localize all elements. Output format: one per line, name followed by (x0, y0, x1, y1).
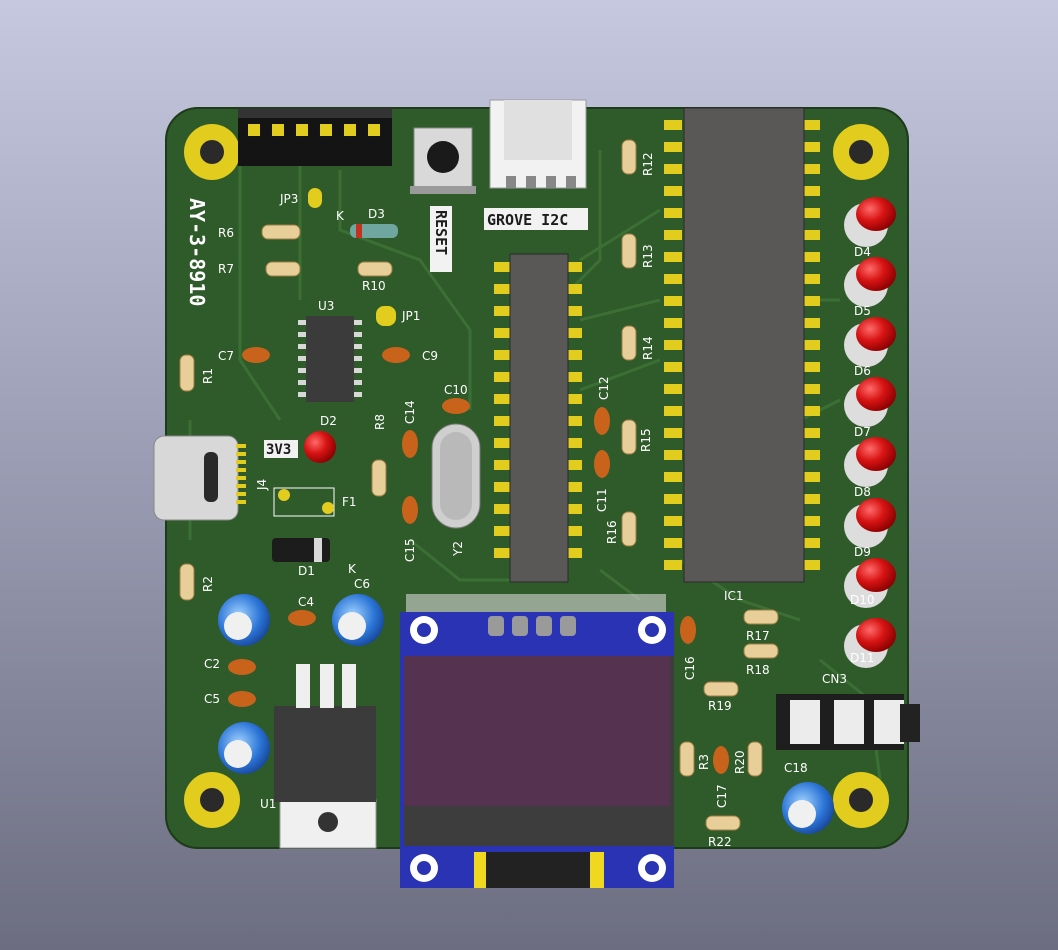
ref-r17: R17 (746, 629, 770, 643)
ref-f1: F1 (342, 495, 357, 509)
ref-c17: C17 (715, 784, 729, 808)
ref-d5: D5 (854, 304, 871, 318)
ref-c18: C18 (784, 761, 808, 775)
ref-c11: C11 (595, 488, 609, 512)
ref-d1: D1 (298, 564, 315, 578)
ref-r14: R14 (641, 336, 655, 360)
reset-label: RESET (432, 210, 450, 255)
ref-d3: D3 (368, 207, 385, 221)
ref-r20: R20 (733, 750, 747, 774)
grove-connector (489, 99, 587, 189)
ref-r10: R10 (362, 279, 386, 293)
ref-c14: C14 (403, 400, 417, 424)
usb-c-connector (153, 435, 246, 521)
resistors (179, 139, 779, 831)
ref-r3: R3 (697, 754, 711, 770)
ref-d9: D9 (854, 545, 871, 559)
ref-d4: D4 (854, 245, 871, 259)
ref-r7: R7 (218, 262, 234, 276)
ref-d10: D10 (850, 593, 875, 607)
ref-jp1: JP1 (401, 309, 420, 323)
audio-jack-cn3 (776, 694, 920, 750)
ref-r13: R13 (641, 244, 655, 268)
ref-d8: D8 (854, 485, 871, 499)
ref-y2: Y2 (451, 541, 465, 557)
fuse-f1 (273, 487, 335, 517)
ref-k-d3: K (336, 209, 345, 223)
mounting-holes (184, 124, 889, 828)
ref-c4: C4 (298, 595, 314, 609)
ref-c2: C2 (204, 657, 220, 671)
ref-d7: D7 (854, 425, 871, 439)
electrolytic-capacitors (218, 594, 834, 834)
chip-label: AY-3-8910 (185, 198, 209, 306)
ic1-label: IC1 (724, 589, 744, 603)
diode-d3 (350, 224, 398, 238)
ref-r15: R15 (639, 428, 653, 452)
ref-r8: R8 (373, 414, 387, 430)
grove-label: GROVE I2C (487, 211, 568, 229)
regulator-u1 (274, 664, 377, 849)
u3-chip (298, 316, 362, 402)
ref-j4: J4 (255, 479, 269, 491)
ref-r22: R22 (708, 835, 732, 849)
ref-k-d1: K (348, 562, 357, 576)
ref-c16: C16 (683, 656, 697, 680)
ref-r16: R16 (605, 520, 619, 544)
ref-d11: D11 (850, 651, 875, 665)
ref-r6: R6 (218, 226, 234, 240)
jumper-pads (308, 188, 396, 326)
power-label: 3V3 (266, 442, 291, 458)
ref-r1: R1 (201, 368, 215, 384)
ref-c15: C15 (403, 538, 417, 562)
ref-c10: C10 (444, 383, 468, 397)
ceramic-capacitors (228, 347, 729, 774)
ref-cn3: CN3 (822, 672, 847, 686)
ref-d2: D2 (320, 414, 337, 428)
led-d2 (304, 431, 336, 463)
middle-chip (494, 253, 582, 583)
crystal-y2 (431, 423, 481, 529)
ref-c12: C12 (597, 376, 611, 400)
ref-c6: C6 (354, 577, 370, 591)
ic1-chip (664, 107, 820, 583)
oled-display (400, 594, 674, 888)
ref-c9: C9 (422, 349, 438, 363)
ref-r2: R2 (201, 576, 215, 592)
ref-u1: U1 (260, 797, 276, 811)
pin-header (238, 108, 392, 166)
reset-button (410, 127, 476, 194)
ref-c5: C5 (204, 692, 220, 706)
ref-c7: C7 (218, 349, 234, 363)
ref-d6: D6 (854, 364, 871, 378)
ref-u3: U3 (318, 299, 334, 313)
diode-d1 (272, 538, 330, 562)
silkscreen: AY-3-8910 GROVE I2C RESET 3V3 IC1 JP3 JP… (185, 152, 875, 849)
ref-jp3: JP3 (279, 192, 298, 206)
ref-r19: R19 (708, 699, 732, 713)
ref-r12: R12 (641, 152, 655, 176)
led-column (844, 197, 896, 668)
ref-r18: R18 (746, 663, 770, 677)
